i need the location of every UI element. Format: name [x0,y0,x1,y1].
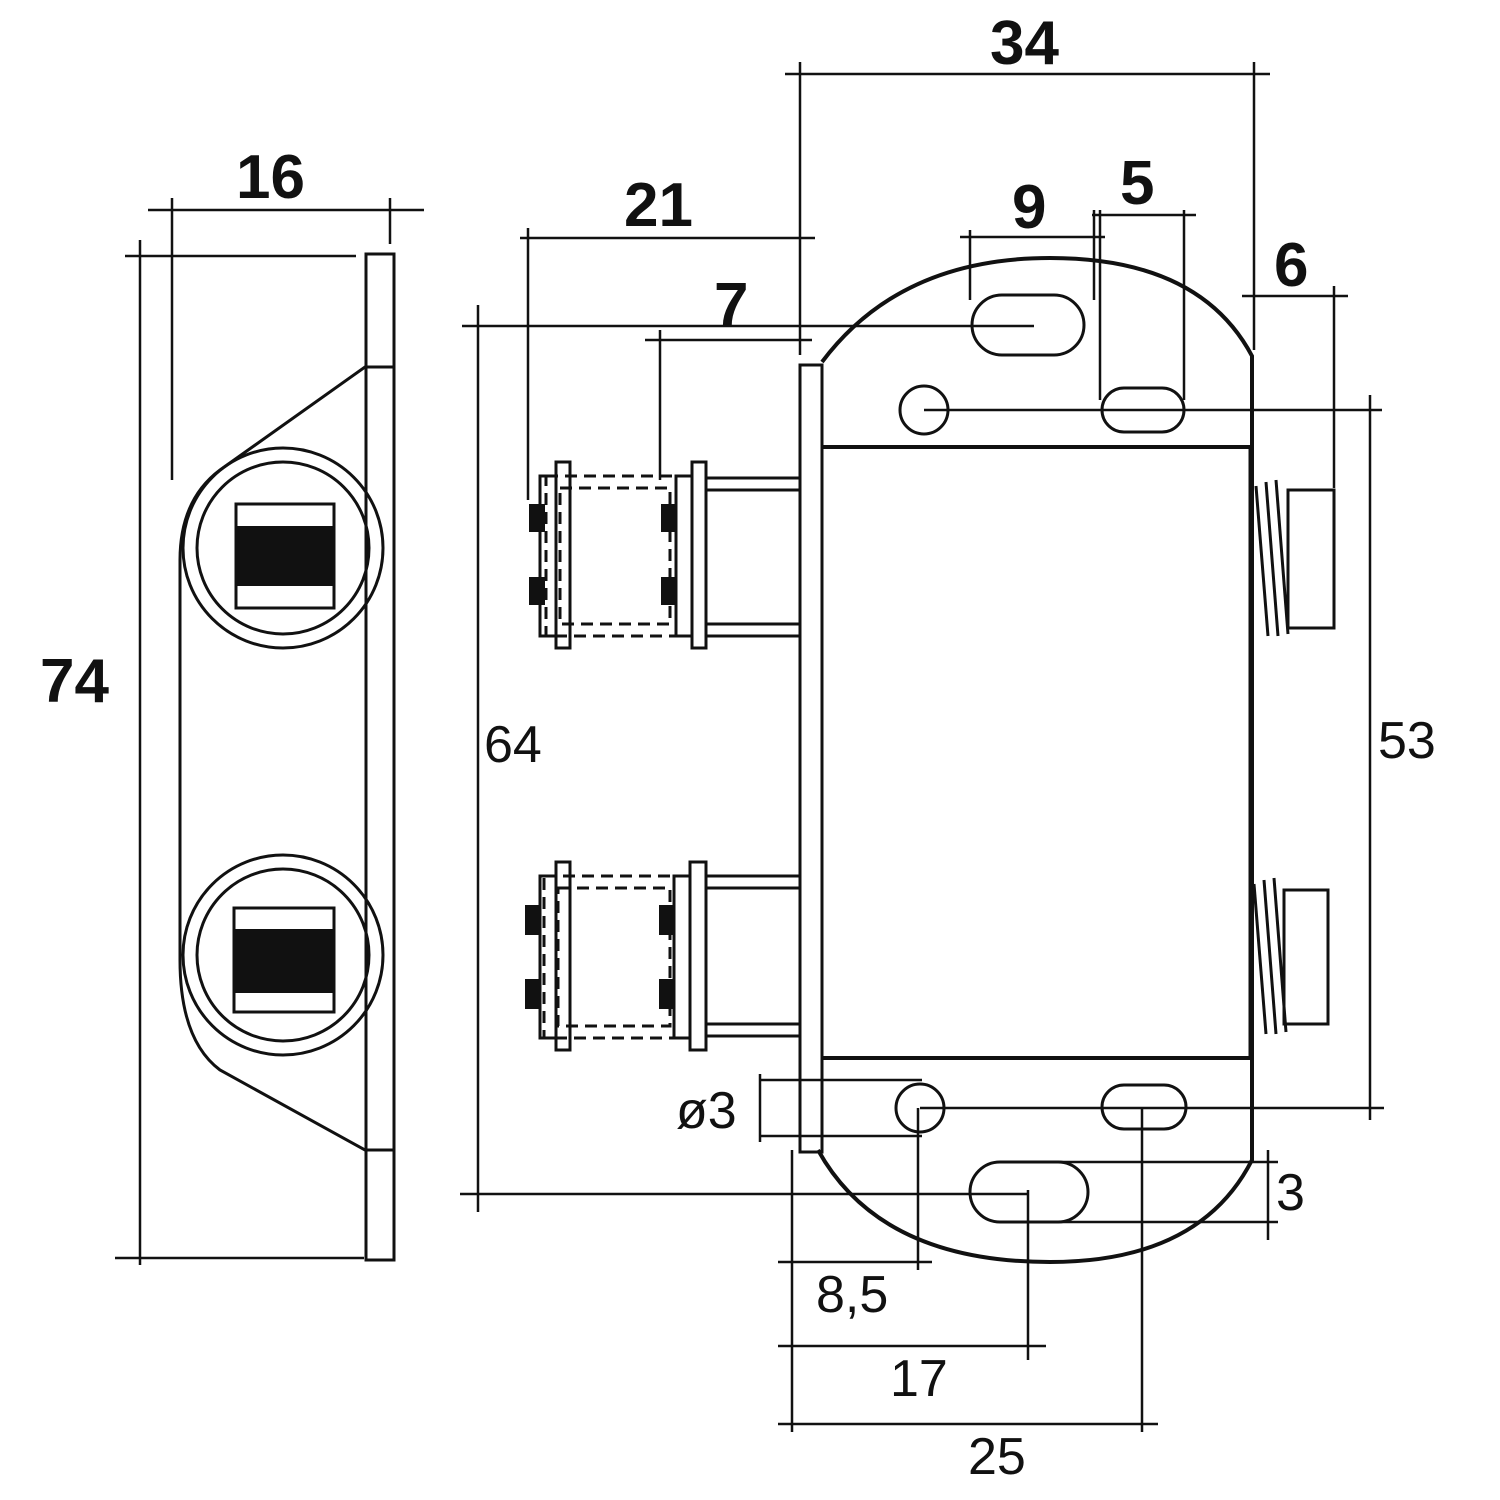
front-mounting-plate [816,255,1254,1265]
dim-label-o3: ø3 [676,1082,737,1140]
dim-label-25: 25 [968,1428,1026,1486]
side-view: 74 16 [40,143,424,1265]
dim-label-8-5: 8,5 [816,1266,888,1324]
dim-label-17: 17 [890,1350,948,1408]
dim-label-34: 34 [990,9,1059,78]
dim-label-53: 53 [1378,712,1436,770]
dim-label-6: 6 [1274,231,1308,300]
dim-label-3: 3 [1276,1164,1305,1222]
dim-label-7: 7 [714,271,748,340]
front-view: 34 9 5 6 21 7 64 53 [460,9,1436,1486]
side-roller-top [181,446,385,650]
dim-label-16: 16 [236,143,305,212]
front-flange-strip [798,363,824,1154]
lower-plunger [525,860,800,1052]
dim-label-9: 9 [1012,173,1046,242]
lower-right-pin [1252,877,1330,1035]
dim-label-74: 74 [40,647,109,716]
dim-label-64: 64 [484,716,542,774]
dim-label-21: 21 [624,171,693,240]
side-roller-bottom [181,853,385,1057]
dim-label-5: 5 [1120,149,1154,218]
upper-plunger [529,460,800,650]
upper-right-pin [1254,479,1336,637]
side-mounting-strip [364,252,396,1262]
